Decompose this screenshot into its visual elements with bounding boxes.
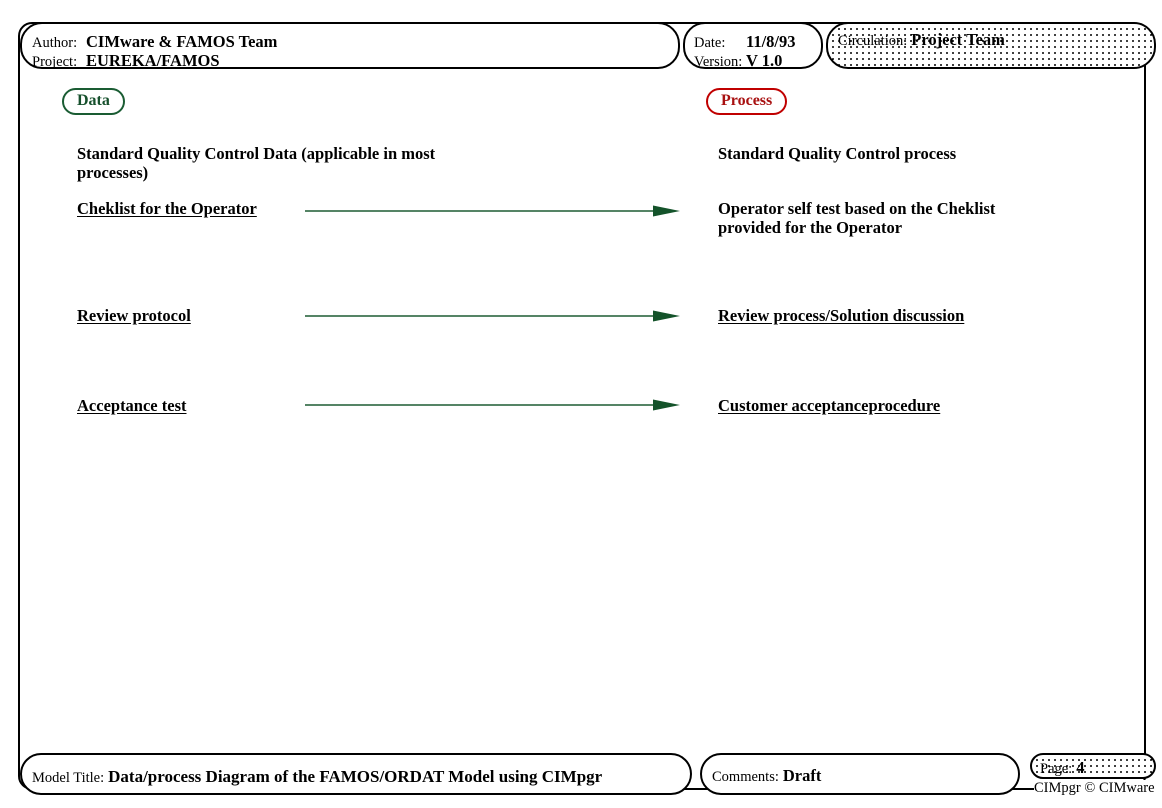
- author-value: CIMware & FAMOS Team: [86, 32, 278, 51]
- circulation-label: Circulation:: [838, 33, 908, 49]
- arrow-right-icon: [305, 398, 680, 412]
- circulation-row: Circulation: Project Team: [838, 30, 1005, 49]
- version-value: V 1.0: [746, 51, 783, 70]
- author-row: Author: CIMware & FAMOS Team: [32, 32, 278, 51]
- process-item-2: Review process/Solution discussion: [718, 306, 965, 325]
- arrow-right-icon: [305, 309, 680, 323]
- intro-text-process: Standard Quality Control process: [718, 144, 957, 163]
- circulation-value: Project Team: [911, 30, 1005, 49]
- process-item-1-line1: Operator self test based on the Cheklist: [718, 199, 996, 218]
- model-title-value: Data/process Diagram of the FAMOS/ORDAT …: [108, 767, 603, 786]
- comments-value: Draft: [782, 766, 822, 785]
- model-title-label: Model Title:: [32, 770, 105, 786]
- comments-row: Comments: Draft: [712, 766, 822, 785]
- date-label: Date:: [694, 35, 726, 51]
- footer-model-title-box: Model Title: Data/process Diagram of the…: [20, 753, 692, 795]
- page-row: Page: 4: [1040, 758, 1085, 777]
- data-item-3: Acceptance test: [77, 396, 187, 415]
- model-title-row: Model Title: Data/process Diagram of the…: [32, 768, 602, 786]
- date-value: 11/8/93: [746, 32, 796, 51]
- intro-text-data: Standard Quality Control Data (applicabl…: [77, 144, 436, 183]
- process-item-3: Customer acceptanceprocedure: [718, 396, 941, 415]
- process-item-1-line2: provided for the Operator: [718, 218, 903, 238]
- project-label: Project:: [32, 54, 78, 70]
- header-date-box: Date: 11/8/93 Version:V 1.0: [683, 22, 823, 69]
- comments-label: Comments:: [712, 769, 779, 785]
- header-author-box: Author: CIMware & FAMOS Team Project: EURE…: [20, 22, 680, 69]
- footer-comments-box: Comments: Draft: [700, 753, 1020, 795]
- page-value: 4: [1076, 758, 1085, 777]
- author-label: Author:: [32, 35, 78, 51]
- project-value: EUREKA/FAMOS: [86, 51, 220, 70]
- project-row: Project: EUREKA/FAMOS: [32, 51, 220, 70]
- version-row: Version:V 1.0: [694, 51, 783, 70]
- data-item-2: Review protocol: [77, 306, 191, 325]
- data-item-1: Cheklist for the Operator: [77, 199, 257, 218]
- column-heading-data: Data: [62, 88, 125, 116]
- copyright-notice: CIMpgr © CIMware: [1034, 780, 1155, 797]
- header-circulation-box: Circulation: Project Team: [826, 22, 1156, 69]
- page-border: [18, 22, 1146, 790]
- column-heading-process: Process: [706, 88, 788, 116]
- process-item-1: Operator self test based on the Cheklist…: [718, 199, 1018, 237]
- date-row: Date: 11/8/93: [694, 32, 796, 51]
- arrow-right-icon: [305, 204, 680, 218]
- version-label: Version:: [694, 54, 743, 70]
- page-label: Page:: [1040, 761, 1073, 777]
- footer-page-box: Page: 4: [1030, 753, 1156, 779]
